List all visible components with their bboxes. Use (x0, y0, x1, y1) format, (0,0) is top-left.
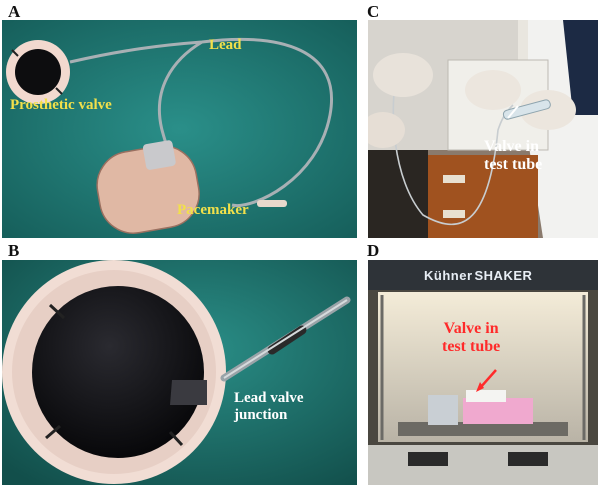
label-valve-in-test-tube-d: Valve in test tube (442, 320, 501, 356)
label-valve-in-test-tube-c: Valve in test tube (484, 138, 543, 174)
label-lead-valve-junction: Lead valve junction (234, 390, 304, 424)
label-pacemaker: Pacemaker (177, 202, 249, 218)
photo-c-valve-test-tube: Valve in test tube (368, 20, 598, 238)
panel-a-letter: A (8, 2, 21, 21)
panel-b-letter: B (8, 241, 20, 260)
brand-shaker: SHAKER (474, 268, 533, 283)
photo-a-pacemaker-lead-valve: Lead Prosthetic valve Pacemaker (2, 20, 357, 238)
brand-kuhner: Kühner (424, 268, 473, 283)
panel-d-letter: D (367, 241, 380, 260)
panel-c-letter: C (367, 2, 380, 21)
label-lead: Lead (209, 37, 242, 53)
photo-b-lead-valve-junction: Lead valve junction (2, 260, 357, 485)
label-prosthetic-valve: Prosthetic valve (10, 97, 112, 113)
